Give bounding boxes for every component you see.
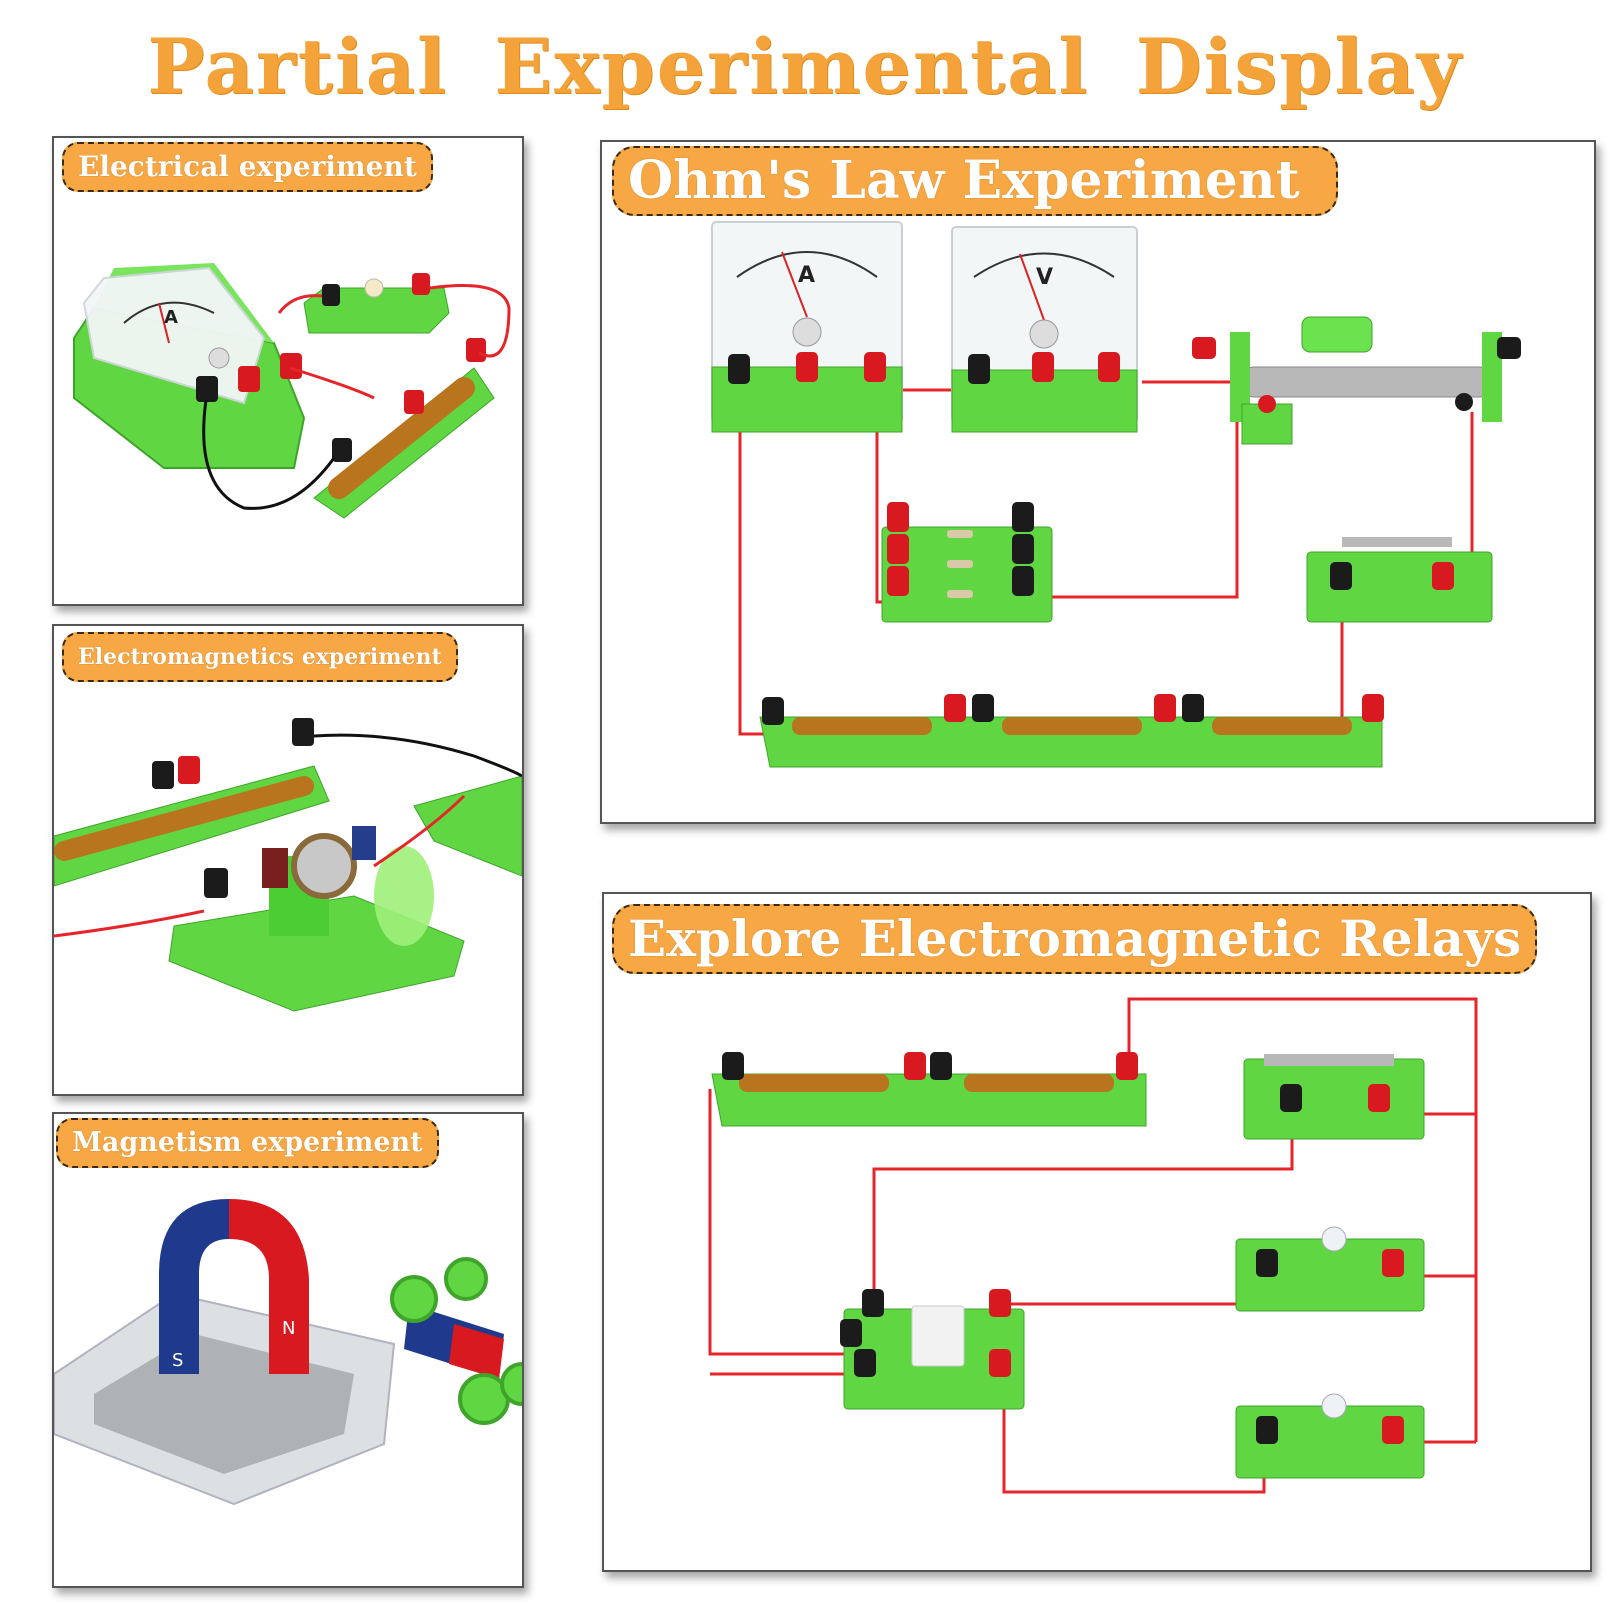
rheostat bbox=[1192, 316, 1521, 445]
lamp-module bbox=[1235, 1393, 1425, 1479]
battery-holder bbox=[759, 694, 1384, 768]
lamp-module bbox=[1235, 1226, 1425, 1312]
ohms-law-circuit-diagram: A V bbox=[711, 221, 1521, 768]
voltmeter-letter: V bbox=[1036, 265, 1053, 290]
voltmeter: V bbox=[951, 226, 1138, 433]
magnetism-experiment-illustration: S N bbox=[54, 1199, 522, 1506]
knife-switch bbox=[1306, 537, 1493, 623]
ammeter-terminal-red bbox=[280, 353, 302, 379]
panel-electromagnetics-experiment: Electromagnetics experiment bbox=[52, 624, 524, 1096]
page-title: Partial Experimental Display bbox=[147, 22, 1463, 111]
magnet-pole-n: N bbox=[282, 1318, 295, 1339]
electrical-experiment-illustration: A bbox=[73, 263, 511, 519]
relay-circuit-diagram bbox=[708, 997, 1478, 1494]
relay-module bbox=[840, 1289, 1025, 1410]
resistor-board bbox=[881, 502, 1053, 623]
panel-electromagnetic-relays: Explore Electromagnetic Relays bbox=[602, 892, 1592, 1572]
panel-electrical-experiment: A Electrical experiment bbox=[52, 136, 524, 606]
panel-ohms-law-experiment: A V bbox=[600, 140, 1596, 824]
magnet-pole-s: S bbox=[172, 1350, 183, 1371]
panel-magnetism-experiment: S N Magnetism experiment bbox=[52, 1112, 524, 1588]
panel-label-ohms-law: Ohm's Law Experiment bbox=[612, 146, 1338, 216]
ammeter-letter: A bbox=[164, 307, 178, 328]
ammeter-terminal-red bbox=[238, 366, 260, 392]
ammeter-terminal-black bbox=[196, 376, 218, 402]
panel-label-electrical: Electrical experiment bbox=[62, 142, 433, 192]
ammeter: A bbox=[711, 221, 903, 433]
ammeter-letter: A bbox=[798, 263, 815, 288]
panel-label-relays: Explore Electromagnetic Relays bbox=[612, 904, 1538, 974]
panel-label-electromagnetics: Electromagnetics experiment bbox=[62, 632, 458, 682]
electromagnetics-experiment-illustration bbox=[54, 718, 522, 1012]
battery-holder bbox=[711, 1052, 1147, 1127]
knife-switch bbox=[1243, 1054, 1425, 1140]
panel-label-magnetism: Magnetism experiment bbox=[56, 1118, 439, 1168]
